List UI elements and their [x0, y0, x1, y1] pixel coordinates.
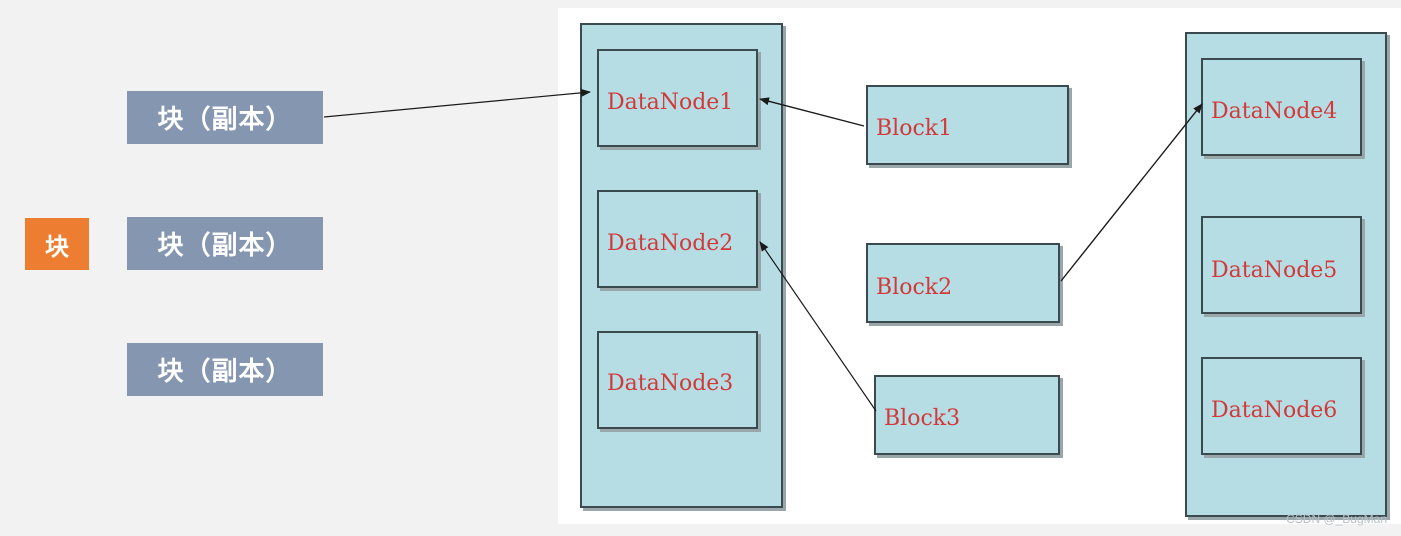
block-label: 块	[25, 218, 89, 270]
datanode-6-box	[1201, 357, 1362, 455]
datanode-1-box	[597, 49, 758, 147]
replica-label-2: 块（副本）	[127, 217, 323, 270]
datanode-1-label: DataNode1	[607, 89, 734, 115]
block-1-label: Block1	[876, 115, 953, 141]
replica-label-3: 块（副本）	[127, 343, 323, 396]
datanode-3-label: DataNode3	[607, 370, 734, 396]
arrow-block2-to-datanode4	[1060, 103, 1203, 282]
block-1-box	[866, 85, 1069, 165]
block-2-label: Block2	[876, 274, 953, 300]
datanode-4-label: DataNode4	[1211, 98, 1338, 124]
datanode-2-box	[597, 190, 758, 288]
datanode-5-box	[1201, 216, 1362, 314]
arrow-block3-to-datanode2	[759, 241, 877, 412]
datanode-2-label: DataNode2	[607, 230, 734, 256]
watermark: CSDN @_BugMan	[1286, 512, 1387, 526]
block-3-label: Block3	[884, 405, 961, 431]
block-2-box	[866, 243, 1060, 323]
replica-label-1: 块（副本）	[127, 91, 323, 144]
datanode-4-box	[1201, 58, 1362, 156]
datanode-3-box	[597, 331, 758, 429]
datanode-6-label: DataNode6	[1211, 397, 1338, 423]
block-3-box	[874, 375, 1060, 455]
datanode-5-label: DataNode5	[1211, 257, 1338, 283]
arrow-replica-to-datanode1	[323, 88, 591, 118]
arrow-block1-to-datanode1	[759, 97, 865, 127]
